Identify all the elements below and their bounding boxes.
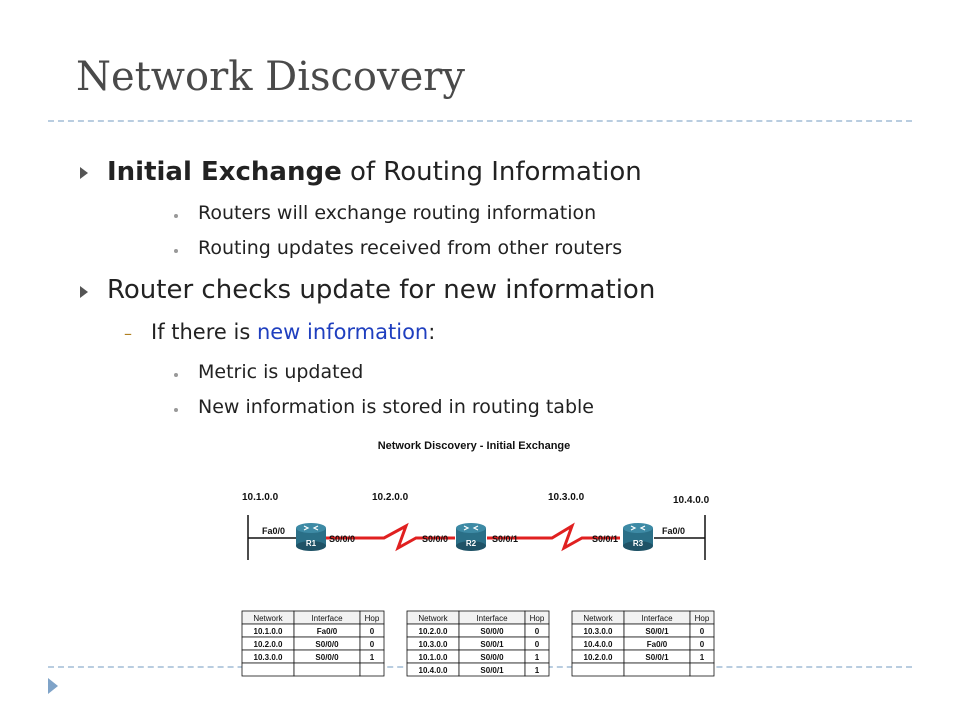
table-cell-text: 10.2.0.0 — [419, 627, 448, 636]
sub-bullet-dot-icon — [174, 249, 178, 253]
interface-label: S0/0/1 — [492, 534, 518, 544]
table-cell — [689, 662, 715, 677]
dash-marker: – — [124, 324, 132, 343]
table-cell-text: Fa0/0 — [647, 640, 668, 649]
table-cell-text: S0/0/1 — [645, 653, 669, 662]
table-cell-text: 1 — [700, 653, 705, 662]
table-cell-text: 0 — [535, 640, 540, 649]
level2-prefix: If there is — [151, 320, 257, 344]
table-header: Interface — [311, 614, 343, 623]
interface-label: Fa0/0 — [262, 526, 285, 536]
table-cell-text: 10.1.0.0 — [254, 627, 283, 636]
table-header: Interface — [476, 614, 508, 623]
interface-label: S0/0/0 — [329, 534, 355, 544]
sub-bullet-dot-icon — [174, 408, 178, 412]
table-cell-text: 0 — [370, 640, 375, 649]
bullet-arrow-icon — [80, 286, 88, 298]
table-cell-text: S0/0/0 — [480, 653, 504, 662]
sub-bullet-dot-icon — [174, 214, 178, 218]
router-r3-icon — [623, 523, 653, 551]
table-header: Hop — [365, 614, 380, 623]
table-cell-text: S0/0/1 — [645, 627, 669, 636]
table-cell-text: 10.3.0.0 — [584, 627, 613, 636]
bullet-initial-exchange: Initial Exchange of Routing Information — [107, 157, 642, 187]
table-header: Hop — [530, 614, 545, 623]
table-cell — [524, 662, 550, 677]
table-cell-text: Fa0/0 — [317, 627, 338, 636]
bullet-router-checks: Router checks update for new information — [107, 275, 656, 305]
table-cell-text: 1 — [535, 666, 540, 675]
table-cell-text: 0 — [370, 627, 375, 636]
table-header: Network — [583, 614, 613, 623]
table-cell — [571, 662, 625, 677]
serial-link-r1-r2 — [326, 522, 455, 552]
network-label: 10.4.0.0 — [673, 495, 710, 506]
table-cell-text: S0/0/1 — [480, 666, 504, 675]
table-header: Network — [253, 614, 283, 623]
table-cell-text: 10.2.0.0 — [584, 653, 613, 662]
router-r2-icon — [456, 523, 486, 551]
network-label: 10.2.0.0 — [372, 492, 409, 503]
sub-bullet-2: Routing updates received from other rout… — [198, 237, 623, 259]
table-cell-text: 1 — [535, 653, 540, 662]
table-cell-text: 10.1.0.0 — [419, 653, 448, 662]
table-cell-text: 0 — [700, 627, 705, 636]
router-name: R3 — [633, 539, 644, 548]
sub-bullet-3: Metric is updated — [198, 361, 364, 383]
table-header: Hop — [695, 614, 710, 623]
table-cell-text: 0 — [535, 627, 540, 636]
diagram-title: Network Discovery - Initial Exchange — [378, 440, 571, 452]
network-label: 10.1.0.0 — [242, 492, 279, 503]
table-cell — [623, 662, 691, 677]
sub-bullet-1: Routers will exchange routing informatio… — [198, 202, 597, 224]
bullet-arrow-icon — [80, 167, 88, 179]
table-cell — [241, 662, 295, 677]
level2-highlight: new information — [256, 320, 429, 344]
serial-link-r2-r3 — [487, 522, 620, 552]
table-cell-text: 10.3.0.0 — [254, 653, 283, 662]
slide-marker-icon — [48, 678, 58, 694]
level2-suffix: : — [428, 320, 436, 344]
table-cell-text: 1 — [370, 653, 375, 662]
title-divider — [48, 120, 912, 122]
slide-title: Network Discovery — [76, 54, 466, 100]
sub-bullet-dot-icon — [174, 373, 178, 377]
table-cell-text: S0/0/0 — [315, 640, 339, 649]
table-header: Network — [418, 614, 448, 623]
table-cell-text: 0 — [700, 640, 705, 649]
table-cell — [293, 662, 361, 677]
table-header: Interface — [641, 614, 673, 623]
level2-new-information: If there is new information: — [151, 320, 435, 344]
network-label: 10.3.0.0 — [548, 492, 585, 503]
table-cell — [359, 662, 385, 677]
router-name: R2 — [466, 539, 477, 548]
interface-label: Fa0/0 — [662, 526, 685, 536]
sub-bullet-4: New information is stored in routing tab… — [198, 396, 594, 418]
routing-table-r1: Network Interface Hop 10.1.0.0 Fa0/0 0 10.2.0.… — [241, 610, 385, 677]
router-name: R1 — [306, 539, 317, 548]
bullet-bold: Initial Exchange — [107, 157, 342, 187]
table-cell-text: S0/0/1 — [480, 640, 504, 649]
interface-label: S0/0/0 — [422, 534, 448, 544]
table-cell-text: S0/0/0 — [480, 627, 504, 636]
table-cell-text: S0/0/0 — [315, 653, 339, 662]
table-cell-text: 10.4.0.0 — [419, 666, 448, 675]
table-cell-text: 10.2.0.0 — [254, 640, 283, 649]
interface-label: S0/0/1 — [592, 534, 618, 544]
router-r1-icon — [296, 523, 326, 551]
table-cell-text: 10.4.0.0 — [584, 640, 613, 649]
table-cell-text: 10.3.0.0 — [419, 640, 448, 649]
bullet-rest: of Routing Information — [341, 157, 642, 187]
